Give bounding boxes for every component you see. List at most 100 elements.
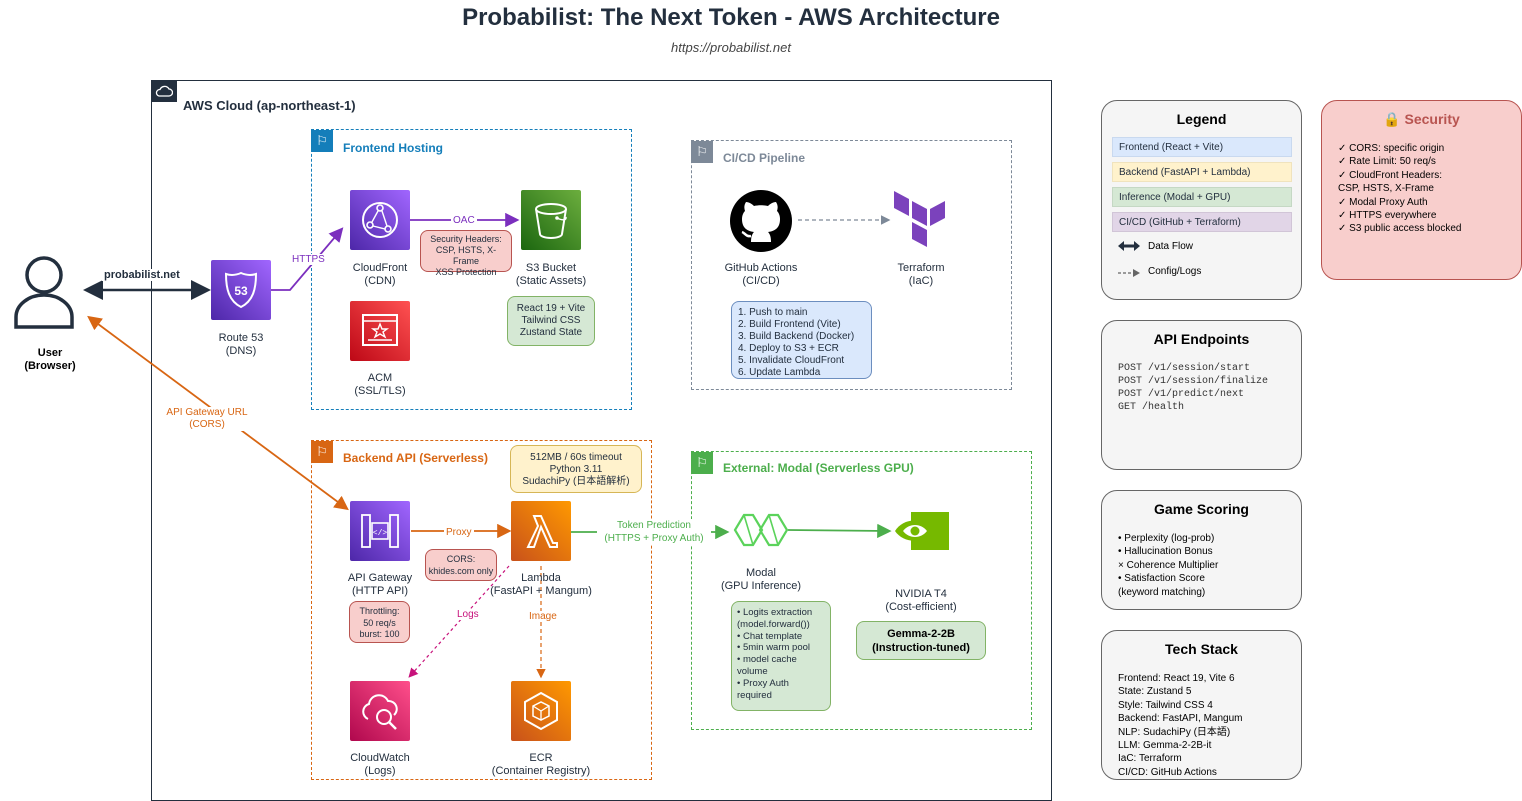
external-modal-group (691, 451, 1032, 730)
ecr-label: ECR(Container Registry) (491, 752, 591, 777)
legend-title: Legend (1176, 111, 1227, 127)
legend-item: Backend (FastAPI + Lambda) (1112, 162, 1292, 182)
security-item: ✓ CORS: specific origin (1338, 143, 1445, 154)
edge-label-token-prediction: Token Prediction(HTTPS + Proxy Auth) (597, 519, 711, 545)
security-item: ✓ Modal Proxy Auth (1338, 196, 1428, 208)
legend-item: Frontend (React + Vite) (1112, 137, 1292, 157)
modal-icon (733, 510, 789, 550)
edge-label-proxy: Proxy (444, 527, 474, 538)
api-endpoint-item: POST /v1/session/finalize (1118, 376, 1269, 387)
cloudwatch-label: CloudWatch(Logs) (350, 752, 410, 777)
tech-stack-panel (1101, 630, 1302, 780)
cloudfront-label: CloudFront(CDN) (352, 262, 408, 287)
tech-stack-item: LLM: Gemma-2-2B-it (1118, 740, 1212, 752)
tech-stack-item: NLP: SudachiPy (日本語) (1118, 726, 1231, 738)
scoring-item: • Hallucination Bonus (1118, 546, 1213, 558)
security-item: ✓ Rate Limit: 50 req/s (1338, 156, 1436, 168)
api-endpoints-panel (1101, 320, 1302, 470)
user-label: User(Browser) (24, 347, 76, 372)
edge-label-api-gateway-url: API Gateway URL(CORS) (164, 407, 250, 431)
api-endpoints-title: API Endpoints (1153, 331, 1250, 347)
flag-icon: ⚐ (311, 130, 333, 152)
s3-label: S3 Bucket(Static Assets) (515, 262, 587, 287)
user-icon (14, 256, 74, 329)
game-scoring-title: Game Scoring (1154, 501, 1249, 517)
cloudwatch-icon (350, 681, 410, 741)
api-gateway-icon: </> (350, 501, 410, 561)
api-gateway-label: API Gateway(HTTP API) (347, 572, 413, 597)
api-endpoint-item: POST /v1/predict/next (1118, 389, 1245, 400)
tech-stack-title: Tech Stack (1165, 641, 1238, 657)
scoring-item: • Perplexity (log-prob) (1118, 533, 1215, 544)
acm-label: ACM(SSL/TLS) (354, 372, 406, 397)
scoring-item: × Coherence Multiplier (1118, 559, 1219, 571)
edge-label-https: HTTPS (290, 254, 327, 265)
cors-note: CORS:khides.com only (425, 549, 497, 581)
api-endpoint-item: POST /v1/session/start (1118, 363, 1251, 374)
cicd-pipeline-label: CI/CD Pipeline (723, 151, 806, 165)
tech-stack-item: Style: Tailwind CSS 4 (1118, 699, 1213, 711)
security-item: ✓ CloudFront Headers: (1338, 169, 1442, 181)
data-flow-arrow-icon (1118, 239, 1140, 257)
cloudfront-icon (350, 190, 410, 250)
s3-icon (521, 190, 581, 250)
modal-label: Modal(GPU Inference) (720, 567, 802, 592)
edge-label-oac: OAC (451, 215, 477, 226)
lambda-icon (511, 501, 571, 561)
game-scoring-list: • Perplexity (log-prob) • Hallucination B… (1118, 532, 1298, 599)
security-title: 🔒 Security (1383, 111, 1460, 127)
tech-stack-item: Frontend: React 19, Vite 6 (1118, 673, 1235, 684)
legend-data-flow: Data Flow (1148, 241, 1194, 252)
route53-badge-text: 53 (234, 284, 248, 298)
config-logs-arrow-icon (1118, 265, 1140, 283)
tech-stack-item: IaC: Terraform (1118, 753, 1182, 765)
cloud-icon (151, 80, 177, 102)
scoring-item: • Satisfaction Score (1118, 573, 1205, 585)
backend-api-group (311, 440, 652, 780)
terraform-label: Terraform(IaC) (897, 262, 945, 287)
tech-stack-item: CI/CD: GitHub Actions (1118, 766, 1217, 778)
legend-item: Inference (Modal + GPU) (1112, 187, 1292, 207)
external-modal-label: External: Modal (Serverless GPU) (723, 461, 914, 475)
edge-label-probabilist: probabilist.net (102, 269, 182, 281)
tech-stack-item: State: Zustand 5 (1118, 686, 1192, 698)
modal-features-note: • Logits extraction(model.forward())• Ch… (731, 601, 831, 711)
frontend-hosting-label: Frontend Hosting (343, 141, 443, 155)
security-panel (1321, 100, 1522, 280)
security-list: ✓ CORS: specific origin ✓ Rate Limit: 50 … (1338, 142, 1518, 236)
github-icon (729, 189, 793, 253)
api-endpoint-item: GET /health (1118, 402, 1185, 413)
aws-cloud-label: AWS Cloud (ap-northeast-1) (183, 98, 356, 113)
route53-label: Route 53(DNS) (218, 332, 264, 357)
ecr-icon (511, 681, 571, 741)
diagram-url: https://probabilist.net (671, 40, 791, 55)
scoring-item: (keyword matching) (1118, 586, 1206, 598)
terraform-icon (892, 189, 950, 251)
tech-stack-item: Backend: FastAPI, Mangum (1118, 713, 1243, 725)
game-scoring-panel (1101, 490, 1302, 610)
route53-icon: 53 (211, 260, 271, 320)
acm-icon (350, 301, 410, 361)
security-item: CSP, HSTS, X-Frame (1338, 183, 1434, 195)
diagram-title: Probabilist: The Next Token - AWS Archit… (462, 4, 1000, 31)
lambda-label: Lambda(FastAPI + Mangum) (490, 572, 592, 597)
legend-config-logs: Config/Logs (1148, 266, 1202, 277)
nvidia-label: NVIDIA T4(Cost-efficient) (885, 588, 957, 613)
security-item: ✓ S3 public access blocked (1338, 223, 1462, 235)
svg-text:</>: </> (373, 529, 388, 538)
edge-label-image: Image (527, 611, 559, 622)
frontend-hosting-group (311, 129, 632, 410)
legend-item: CI/CD (GitHub + Terraform) (1112, 212, 1292, 232)
tech-stack-list: Frontend: React 19, Vite 6 State: Zustand… (1118, 672, 1300, 779)
security-item: ✓ HTTPS everywhere (1338, 210, 1437, 222)
legend-items: Frontend (React + Vite) Backend (FastAPI … (1112, 137, 1292, 237)
flag-icon: ⚐ (691, 452, 713, 474)
nvidia-icon (891, 510, 951, 552)
flag-icon: ⚐ (691, 141, 713, 163)
